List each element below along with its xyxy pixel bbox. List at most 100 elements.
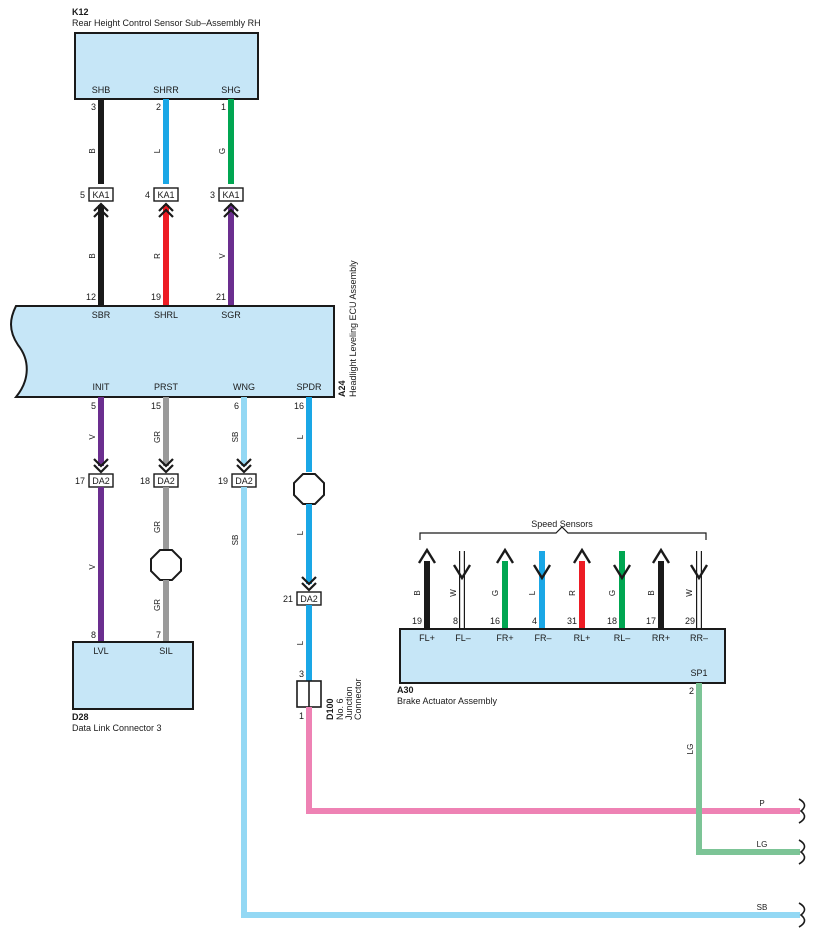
d100-pin-3: 3 <box>299 669 304 679</box>
d28-name: Data Link Connector 3 <box>72 723 162 733</box>
exit-label-lg: LG <box>757 840 768 849</box>
d28-code: D28 <box>72 712 89 722</box>
connector-ka1-5-pin: 5 <box>80 190 85 200</box>
a24-pin-21: 21 <box>216 292 226 302</box>
d28-signal-sil: SIL <box>159 646 173 656</box>
a30-name: Brake Actuator Assembly <box>397 696 498 706</box>
arrow-down-icon <box>532 564 552 581</box>
a24-signal-wng: WNG <box>233 382 255 392</box>
d28-pin-8: 8 <box>91 630 96 640</box>
connector-chevron-icon <box>236 458 252 474</box>
wire-label-v2: V <box>88 434 97 440</box>
a24-pin-5: 5 <box>91 401 96 411</box>
wire-break-icon <box>798 839 806 865</box>
wire-label-b2: B <box>88 253 97 258</box>
connector-da2-21-label: DA2 <box>300 594 318 604</box>
wire-lg-exit <box>696 683 800 855</box>
wire-label-sb: SB <box>231 432 240 443</box>
sensor-wire-color-rl-plus: R <box>568 590 577 596</box>
connector-ka1-4 <box>153 187 179 202</box>
connector-chevron-icon <box>93 202 109 218</box>
k12-pin-3: 3 <box>91 102 96 112</box>
k12-sensor-box <box>74 32 259 100</box>
splice-point-spdr <box>293 473 325 505</box>
a30-signal-fr-minus: FR– <box>534 633 551 643</box>
k12-pin-2: 2 <box>156 102 161 112</box>
a24-signal-sgr: SGR <box>221 310 241 320</box>
a30-signal-fr-plus: FR+ <box>496 633 513 643</box>
connector-da2-17-label: DA2 <box>92 476 110 486</box>
wire-label-l: L <box>153 148 162 153</box>
d100-name-line-2: Junction <box>344 686 354 720</box>
wire-label-v: V <box>218 253 227 259</box>
connector-da2-19-label: DA2 <box>235 476 253 486</box>
a30-pin-17: 17 <box>646 616 656 626</box>
speed-sensors-bracket <box>419 526 707 540</box>
a30-signal-sp1: SP1 <box>690 668 707 678</box>
a30-pin-29: 29 <box>685 616 695 626</box>
a30-pin-8: 8 <box>453 616 458 626</box>
wire-label-g: G <box>218 148 227 154</box>
arrow-down-icon <box>689 564 709 581</box>
connector-ka1-5 <box>88 187 114 202</box>
d100-name-line-1: No. 6 <box>335 698 345 720</box>
connector-ka1-4-pin: 4 <box>145 190 150 200</box>
d100-code: D100 <box>325 698 335 720</box>
a24-pin-16: 16 <box>294 401 304 411</box>
connector-ka1-3 <box>218 187 244 202</box>
a30-signal-fl-minus: FL– <box>455 633 471 643</box>
d28-signal-lvl: LVL <box>93 646 108 656</box>
d28-connector-box <box>72 641 194 710</box>
sensor-wire-color-fr-plus: G <box>491 590 500 596</box>
k12-signal-shg: SHG <box>221 85 241 95</box>
a30-code: A30 <box>397 685 414 695</box>
arrow-down-icon <box>452 564 472 581</box>
a30-pin-31: 31 <box>567 616 577 626</box>
connector-da2-18-pin: 18 <box>140 476 150 486</box>
k12-signal-shb: SHB <box>92 85 111 95</box>
a30-pin-4: 4 <box>532 616 537 626</box>
a24-signal-init: INIT <box>93 382 111 392</box>
speed-sensors-label: Speed Sensors <box>531 519 593 529</box>
arrow-up-icon <box>495 547 515 564</box>
sensor-wire-color-fr-minus: L <box>528 590 537 595</box>
wire-label-b: B <box>88 148 97 153</box>
arrow-up-icon <box>417 547 437 564</box>
connector-chevron-icon <box>158 458 174 474</box>
wire-sb-exit <box>241 487 800 918</box>
a30-pin-2: 2 <box>689 686 694 696</box>
sensor-wire-color-rl-minus: G <box>608 590 617 596</box>
wire-label-l4: L <box>296 640 305 645</box>
arrow-down-icon <box>612 564 632 581</box>
wire-label-v3: V <box>88 564 97 570</box>
sensor-wire-color-fl-minus: W <box>449 589 458 597</box>
a24-pin-19: 19 <box>151 292 161 302</box>
d28-pin-7: 7 <box>156 630 161 640</box>
a30-signal-rr-plus: RR+ <box>652 633 670 643</box>
exit-label-sb: SB <box>757 903 768 912</box>
a30-signal-fl-plus: FL+ <box>419 633 435 643</box>
sensor-wire-color-rr-minus: W <box>685 589 694 597</box>
a24-signal-sbr: SBR <box>92 310 111 320</box>
k12-code: K12 <box>72 7 89 17</box>
connector-ka1-3-pin: 3 <box>210 190 215 200</box>
a24-ecu-box <box>10 305 335 398</box>
k12-signal-shrr: SHRR <box>153 85 179 95</box>
splice-point-sil <box>150 549 182 581</box>
d100-pin-1: 1 <box>299 711 304 721</box>
d100-name-line-3: Connector <box>353 678 363 720</box>
wire-label-gr2: GR <box>153 521 162 533</box>
a24-signal-spdr: SPDR <box>296 382 322 392</box>
wire-label-r: R <box>153 253 162 259</box>
connector-ka1-4-label: KA1 <box>157 190 174 200</box>
connector-da2-19-pin: 19 <box>218 476 228 486</box>
connector-ka1-3-label: KA1 <box>222 190 239 200</box>
wire-p-exit <box>306 707 800 814</box>
a24-signal-prst: PRST <box>154 382 179 392</box>
connector-chevron-icon <box>301 576 317 592</box>
exit-label-p: P <box>759 799 764 808</box>
wire-label-lg: LG <box>686 744 695 755</box>
a30-actuator-box <box>399 628 726 684</box>
wire-label-sb2: SB <box>231 535 240 546</box>
